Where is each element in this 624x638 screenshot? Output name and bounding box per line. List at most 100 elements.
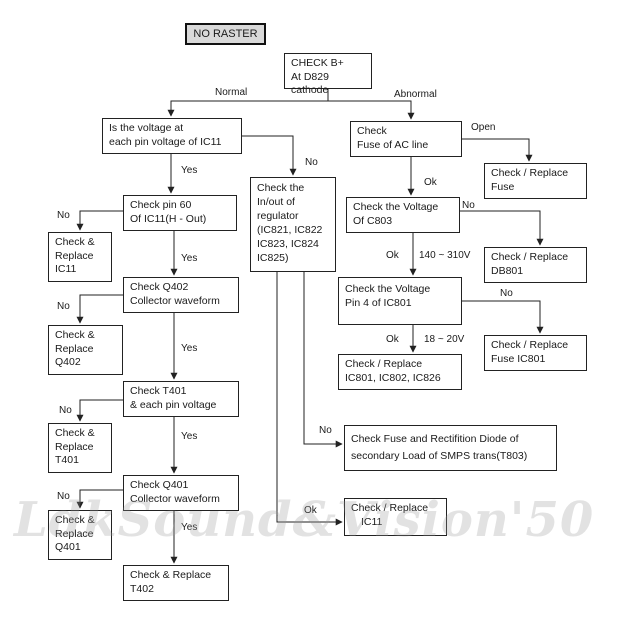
box-line: Check / Replace: [345, 358, 423, 370]
label-yes4: Yes: [181, 431, 198, 442]
check-pin4-box: Check the Voltage Pin 4 of IC801: [338, 277, 462, 325]
box-line: Check &: [55, 514, 95, 526]
connector-lines: [76, 89, 544, 564]
box-line: DB801: [491, 264, 524, 277]
arrow-no-fuse-ic801: [462, 300, 544, 334]
box-line: Check Q401: [130, 479, 189, 491]
box-line: IC823, IC824: [257, 238, 319, 250]
box-line: T401: [55, 454, 79, 466]
box-line: Check Fuse and Rectifition Diode of: [351, 433, 519, 445]
box-line: Check / Replace: [351, 502, 429, 514]
check-b-plus-box: CHECK B+ At D829 cathode: [284, 53, 372, 96]
label-no-reg: No: [305, 157, 318, 168]
replace-ic11-box: Check & Replace IC11: [48, 232, 112, 282]
box-line: Check / Replace: [491, 251, 569, 263]
box-line: (IC821, IC822: [257, 224, 323, 236]
box-line: Check the Voltage: [353, 201, 439, 213]
label-ok2: Ok: [386, 250, 399, 261]
box-line: Of C803: [353, 214, 393, 227]
label-no-c803: No: [462, 200, 475, 211]
box-line: Fuse: [491, 180, 515, 193]
check-q401-box: Check Q401 Collector waveform: [123, 475, 239, 511]
check-fuse-ac-box: Check Fuse of AC line: [350, 121, 462, 157]
box-line: Pin 4 of IC801: [345, 296, 412, 309]
label-yes2: Yes: [181, 253, 198, 264]
box-line: IC11: [361, 515, 383, 528]
box-line: Replace: [55, 527, 94, 540]
box-line: IC11: [55, 263, 77, 275]
label-range2: 18 ~ 20V: [424, 334, 465, 345]
replace-fuse-ic801-box: Check / Replace Fuse IC801: [484, 335, 587, 371]
arrow-ok-ic11: [276, 272, 343, 526]
box-line: Q401: [55, 541, 81, 553]
label-yes3: Yes: [181, 343, 198, 354]
box-line: T402: [130, 582, 154, 595]
box-line: each pin voltage of IC11: [109, 135, 222, 148]
arrow-no-q401: [76, 489, 123, 509]
replace-db801-box: Check / Replace DB801: [484, 247, 587, 283]
replace-t401-box: Check & Replace T401: [48, 423, 112, 473]
box-line: Q402: [55, 356, 81, 368]
check-pin60-box: Check pin 60 Of IC11(H - Out): [123, 195, 237, 231]
check-t401-box: Check T401 & each pin voltage: [123, 381, 239, 417]
box-line: Check: [357, 125, 387, 137]
label-no-t401: No: [59, 405, 72, 416]
box-line: Check pin 60: [130, 199, 192, 211]
label-ok1: Ok: [424, 177, 437, 188]
replace-fuse-box: Check / Replace Fuse: [484, 163, 587, 199]
box-line: Check T401: [130, 385, 187, 397]
box-line: IC825): [257, 252, 289, 264]
box-line: CHECK B+: [291, 57, 344, 69]
box-line: Of IC11(H - Out): [130, 212, 207, 225]
box-line: Replace: [55, 249, 94, 262]
box-line: Check &: [55, 329, 95, 341]
box-line: Collector waveform: [130, 294, 220, 307]
voltage-question-box: Is the voltage at each pin voltage of IC…: [102, 118, 242, 154]
label-ok3: Ok: [386, 334, 399, 345]
box-line: Fuse of AC line: [357, 138, 429, 151]
check-q402-box: Check Q402 Collector waveform: [123, 277, 239, 313]
arrow-no-fuse-diode: [303, 272, 343, 448]
box-line: In/out of: [257, 196, 295, 208]
box-line: regulator: [257, 210, 299, 222]
label-open: Open: [471, 122, 496, 133]
arrow-abnormal: [328, 100, 415, 120]
label-no-fuse: No: [319, 425, 332, 436]
box-line: Replace: [55, 440, 94, 453]
label-ok4: Ok: [304, 505, 317, 516]
box-line: Replace: [55, 342, 94, 355]
replace-q402-box: Check & Replace Q402: [48, 325, 123, 375]
box-line: Check & Replace: [130, 569, 212, 581]
check-fuse-diode-box: Check Fuse and Rectifition Diode of seco…: [344, 425, 557, 471]
label-range1: 140 ~ 310V: [419, 250, 471, 261]
box-line: Check the Voltage: [345, 283, 431, 295]
label-no-pin4: No: [500, 288, 513, 299]
box-line: Check / Replace: [491, 167, 569, 179]
label-no-pin60: No: [57, 210, 70, 221]
box-line: Check the: [257, 182, 305, 194]
box-line: Check Q402: [130, 281, 189, 293]
arrow-open: [462, 138, 533, 162]
arrow-no-t401: [76, 399, 123, 422]
label-yes5: Yes: [181, 522, 198, 533]
box-line: Collector waveform: [130, 492, 220, 505]
box-line: IC801, IC802, IC826: [345, 371, 441, 384]
box-line: secondary Load of SMPS trans(T803): [351, 450, 528, 462]
label-yes1: Yes: [181, 165, 198, 176]
replace-ic11b-box: Check / Replace IC11: [344, 498, 447, 536]
label-normal: Normal: [215, 87, 248, 98]
arrow-to-regulator: [242, 135, 297, 176]
no-raster-title: NO RASTER: [185, 23, 266, 45]
box-line: Check &: [55, 236, 95, 248]
label-no-q401: No: [57, 491, 70, 502]
box-line: & each pin voltage: [130, 398, 217, 411]
arrow-no-q402: [76, 294, 123, 324]
arrow-no-db801: [460, 210, 544, 246]
box-line: Check / Replace: [491, 339, 569, 351]
arrow-normal: [167, 89, 329, 117]
check-regulator-box: Check the In/out of regulator (IC821, IC…: [250, 177, 336, 272]
box-line: At D829 cathode: [291, 70, 329, 97]
check-c803-box: Check the Voltage Of C803: [346, 197, 460, 233]
arrow-no-ic11: [76, 210, 123, 231]
